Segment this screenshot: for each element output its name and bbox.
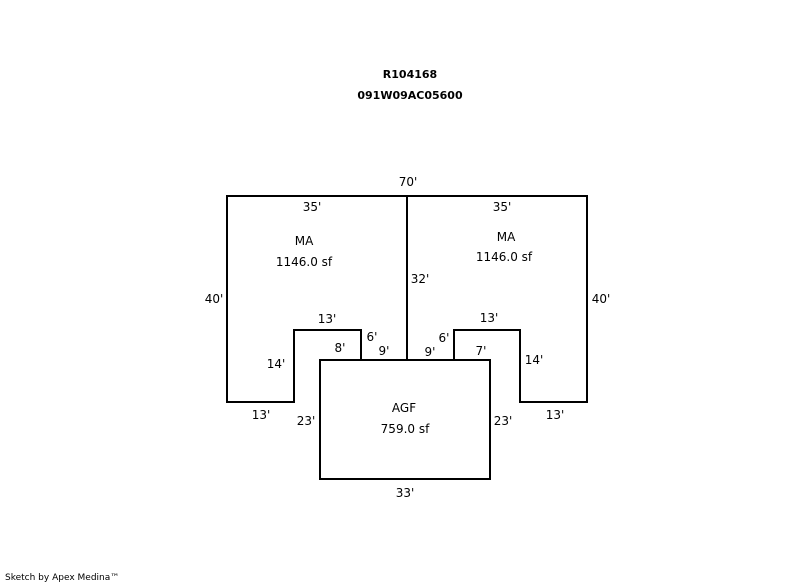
agf-code: AGF	[392, 401, 416, 415]
dim-garage-left: 23'	[297, 414, 316, 428]
dim-left-center-seg: 9'	[379, 344, 390, 358]
dim-right-notch-top: 13'	[480, 311, 499, 325]
dim-left-bottom: 13'	[252, 408, 271, 422]
dim-right-notch-side: 14'	[525, 353, 544, 367]
dim-garage-right: 23'	[494, 414, 513, 428]
right-ma-outline	[407, 195, 588, 403]
dim-left-notch-step: 6'	[367, 330, 378, 344]
agf-area: 759.0 sf	[381, 422, 430, 436]
agf-outline	[319, 359, 491, 480]
dim-left-notch-side: 14'	[267, 357, 286, 371]
dim-left-side: 40'	[205, 292, 224, 306]
dim-right-bottom: 13'	[546, 408, 565, 422]
sketch-credit: Sketch by Apex Medina™	[5, 573, 120, 583]
parcel-id: R104168	[382, 68, 438, 81]
dim-right-notch-step: 6'	[439, 331, 450, 345]
dim-left-notch-top: 13'	[318, 312, 337, 326]
left-ma-outline	[226, 195, 407, 403]
dim-right-notch-inner: 7'	[476, 344, 487, 358]
right-ma-code: MA	[497, 230, 516, 244]
right-ma-area: 1146.0 sf	[476, 250, 533, 264]
dim-garage-bottom: 33'	[396, 486, 415, 500]
dim-right-center-seg: 9'	[425, 345, 436, 359]
left-ma-code: MA	[295, 234, 314, 248]
dim-left-top: 35'	[303, 200, 322, 214]
dim-left-notch-inner: 8'	[335, 341, 346, 355]
left-ma-area: 1146.0 sf	[276, 255, 333, 269]
dim-center-wall: 32'	[411, 272, 430, 286]
map-number: 091W09AC05600	[357, 89, 463, 102]
dim-top-total: 70'	[399, 175, 418, 189]
dim-right-side: 40'	[592, 292, 611, 306]
dim-right-top: 35'	[493, 200, 512, 214]
